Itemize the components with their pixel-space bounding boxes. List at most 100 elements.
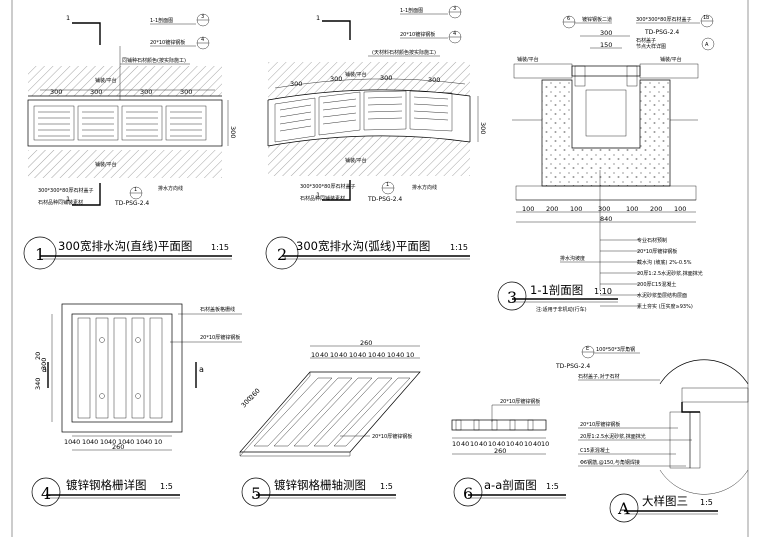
curved-grate-row: [274, 90, 453, 143]
svg-text:300: 300: [180, 88, 192, 96]
svg-text:排水方向线: 排水方向线: [412, 184, 437, 191]
drawing-scale-4: 1:5: [160, 482, 173, 491]
svg-text:2: 2: [277, 245, 287, 264]
svg-text:4: 4: [453, 31, 456, 37]
zone-paving-right: 铺装/平台: [660, 56, 682, 63]
grate-bars-axono: [253, 377, 411, 447]
svg-text:300: 300: [229, 126, 237, 138]
svg-text:A: A: [705, 42, 709, 48]
section-mark-2-top: [322, 20, 351, 40]
svg-text:TD-PSG-2.4: TD-PSG-2.4: [367, 196, 402, 203]
svg-text:40: 40: [396, 351, 404, 359]
ref-code-1: TD-PSG-2.4: [114, 200, 149, 207]
svg-text:20*10镀锌钢板: 20*10镀锌钢板: [400, 31, 435, 38]
section-mark-2-bottom: [322, 180, 351, 201]
svg-text:40: 40: [90, 438, 98, 446]
dim-row-section: 100 200 100 300 100 200 100 840: [516, 205, 696, 223]
drawing-number-circle-a: [609, 493, 639, 523]
drawing-number-circle-6: [453, 477, 483, 507]
drawing-scale-a: 1:5: [700, 498, 713, 507]
paving-right: [639, 63, 699, 79]
drawing-title-3: 1-1剖面图: [530, 283, 583, 297]
detail-callouts: 20*10厚镀锌钢板 20厚1:2.5水泥砂浆,抹面抹光 C15素混凝土 Φ6钢…: [578, 421, 692, 467]
svg-text:截水沟 (坡底) 2%-0.5%: 截水沟 (坡底) 2%-0.5%: [637, 259, 692, 266]
drawing-6-section-a-a: 20*10厚镀锌钢板 10 40 10 40 10 40 10 40 10 40…: [451, 398, 566, 507]
drawing-title-2: 300宽排水沟(弧线)平面图: [296, 239, 430, 253]
detail-angle-steel: [681, 402, 700, 413]
svg-text:20厚1:2.5水泥砂浆,抹面抹光: 20厚1:2.5水泥砂浆,抹面抹光: [637, 270, 703, 277]
detail-circle-arc: [659, 359, 749, 385]
svg-text:340: 340: [34, 378, 42, 390]
drawing-a-detail-3: E 100*50*3厚角钢 TD-PSG-2.4 石材盖子,对于石材 20*10…: [555, 345, 749, 523]
detail-stone-cover: [681, 387, 749, 403]
ref-bubble-a: [701, 37, 715, 51]
svg-text:40: 40: [515, 440, 523, 448]
svg-text:20*10厚镀锌钢板: 20*10厚镀锌钢板: [637, 248, 677, 255]
drawing-number-circle-3: [497, 281, 527, 311]
drawing-4-grate-detail: 石材盖板格栅线 20*10厚镀锌钢板 a a 20 300 340 10 40: [31, 303, 242, 507]
svg-text:10: 10: [311, 351, 319, 359]
svg-text:40: 40: [533, 440, 541, 448]
drawing-scale-3: 1:10: [594, 287, 612, 296]
svg-text:6: 6: [567, 16, 570, 22]
svg-text:1: 1: [35, 245, 45, 264]
svg-text:10: 10: [100, 438, 108, 446]
svg-text:(天材料石材颜色按实际施工): (天材料石材颜色按实际施工): [372, 49, 436, 56]
svg-text:镀锌钢板二道: 镀锌钢板二道: [582, 16, 612, 23]
grate-frame: [71, 313, 173, 423]
svg-text:10: 10: [154, 438, 162, 446]
callout-stone-color: 同铺种石材颜色(按实际施工): [122, 57, 186, 64]
grate-outline-axono: [239, 371, 421, 453]
svg-text:40: 40: [72, 438, 80, 446]
drawing-title-1: 300宽排水沟(直线)平面图: [58, 239, 192, 253]
svg-text:10: 10: [506, 440, 514, 448]
svg-text:100: 100: [674, 205, 686, 213]
callout-drain-direction: 排水方向线: [158, 185, 183, 192]
svg-text:铺装/平台: 铺装/平台: [345, 157, 367, 164]
channel-opening: [585, 89, 627, 137]
svg-text:5: 5: [251, 484, 261, 503]
svg-text:石材品种同铺装素材: 石材品种同铺装素材: [300, 195, 345, 202]
svg-text:TD-PSG-2.4: TD-PSG-2.4: [555, 363, 590, 370]
svg-text:10: 10: [406, 351, 414, 359]
zone-paving-top: 铺装/平台: [95, 77, 117, 84]
stone-cover: [571, 65, 641, 77]
section-label-1-top: 1: [66, 14, 70, 22]
stone-frame: [61, 303, 183, 433]
svg-text:300: 300: [50, 88, 62, 96]
svg-text:300: 300: [40, 358, 48, 370]
drawing-1-straight-drain-plan: 1 1-1剖面图 3 20*10镀锌钢板 4 同铺种石材颜色(按实际施工) 铺装…: [23, 13, 237, 270]
drawing-number-circle-5: [241, 477, 271, 507]
drawing-number-circle-4: [31, 477, 61, 507]
svg-text:300: 300: [600, 29, 612, 37]
svg-text:石材盖板格栅线: 石材盖板格栅线: [200, 306, 235, 313]
drawing-number-circle-2: [265, 236, 299, 270]
svg-text:300: 300: [330, 75, 342, 83]
svg-text:1: 1: [316, 14, 320, 22]
callout-steel-plate: 20*10镀锌钢板: [150, 39, 185, 46]
section-note: 注:适用于非机动(行车): [536, 306, 587, 313]
callout-stone-type: 石材品种同铺装素材: [38, 199, 83, 206]
svg-text:10: 10: [541, 440, 549, 448]
zone-paving-left: 铺装/平台: [517, 56, 539, 63]
svg-text:TD-PSG-2.4: TD-PSG-2.4: [644, 29, 679, 36]
svg-text:260: 260: [494, 447, 506, 455]
svg-text:10: 10: [488, 440, 496, 448]
svg-text:200: 200: [650, 205, 662, 213]
callout-1-1-section: 1-1剖面图: [150, 17, 173, 24]
svg-text:1: 1: [134, 187, 137, 193]
svg-text:4: 4: [41, 484, 51, 503]
gravel-base: [515, 185, 697, 201]
dim-row-axono: 10 40 10 40 10 40 10 40 10 40 10: [310, 351, 420, 359]
svg-text:10: 10: [330, 351, 338, 359]
svg-text:100: 100: [570, 205, 582, 213]
svg-text:40: 40: [144, 438, 152, 446]
svg-text:100: 100: [522, 205, 534, 213]
svg-text:6: 6: [463, 484, 473, 503]
svg-text:10: 10: [452, 440, 460, 448]
svg-text:100: 100: [626, 205, 638, 213]
svg-text:300*300*80厚石材盖子: 300*300*80厚石材盖子: [300, 183, 355, 190]
curved-paving-bottom: [268, 135, 470, 176]
svg-text:3: 3: [453, 6, 456, 12]
svg-text:200: 200: [546, 205, 558, 213]
